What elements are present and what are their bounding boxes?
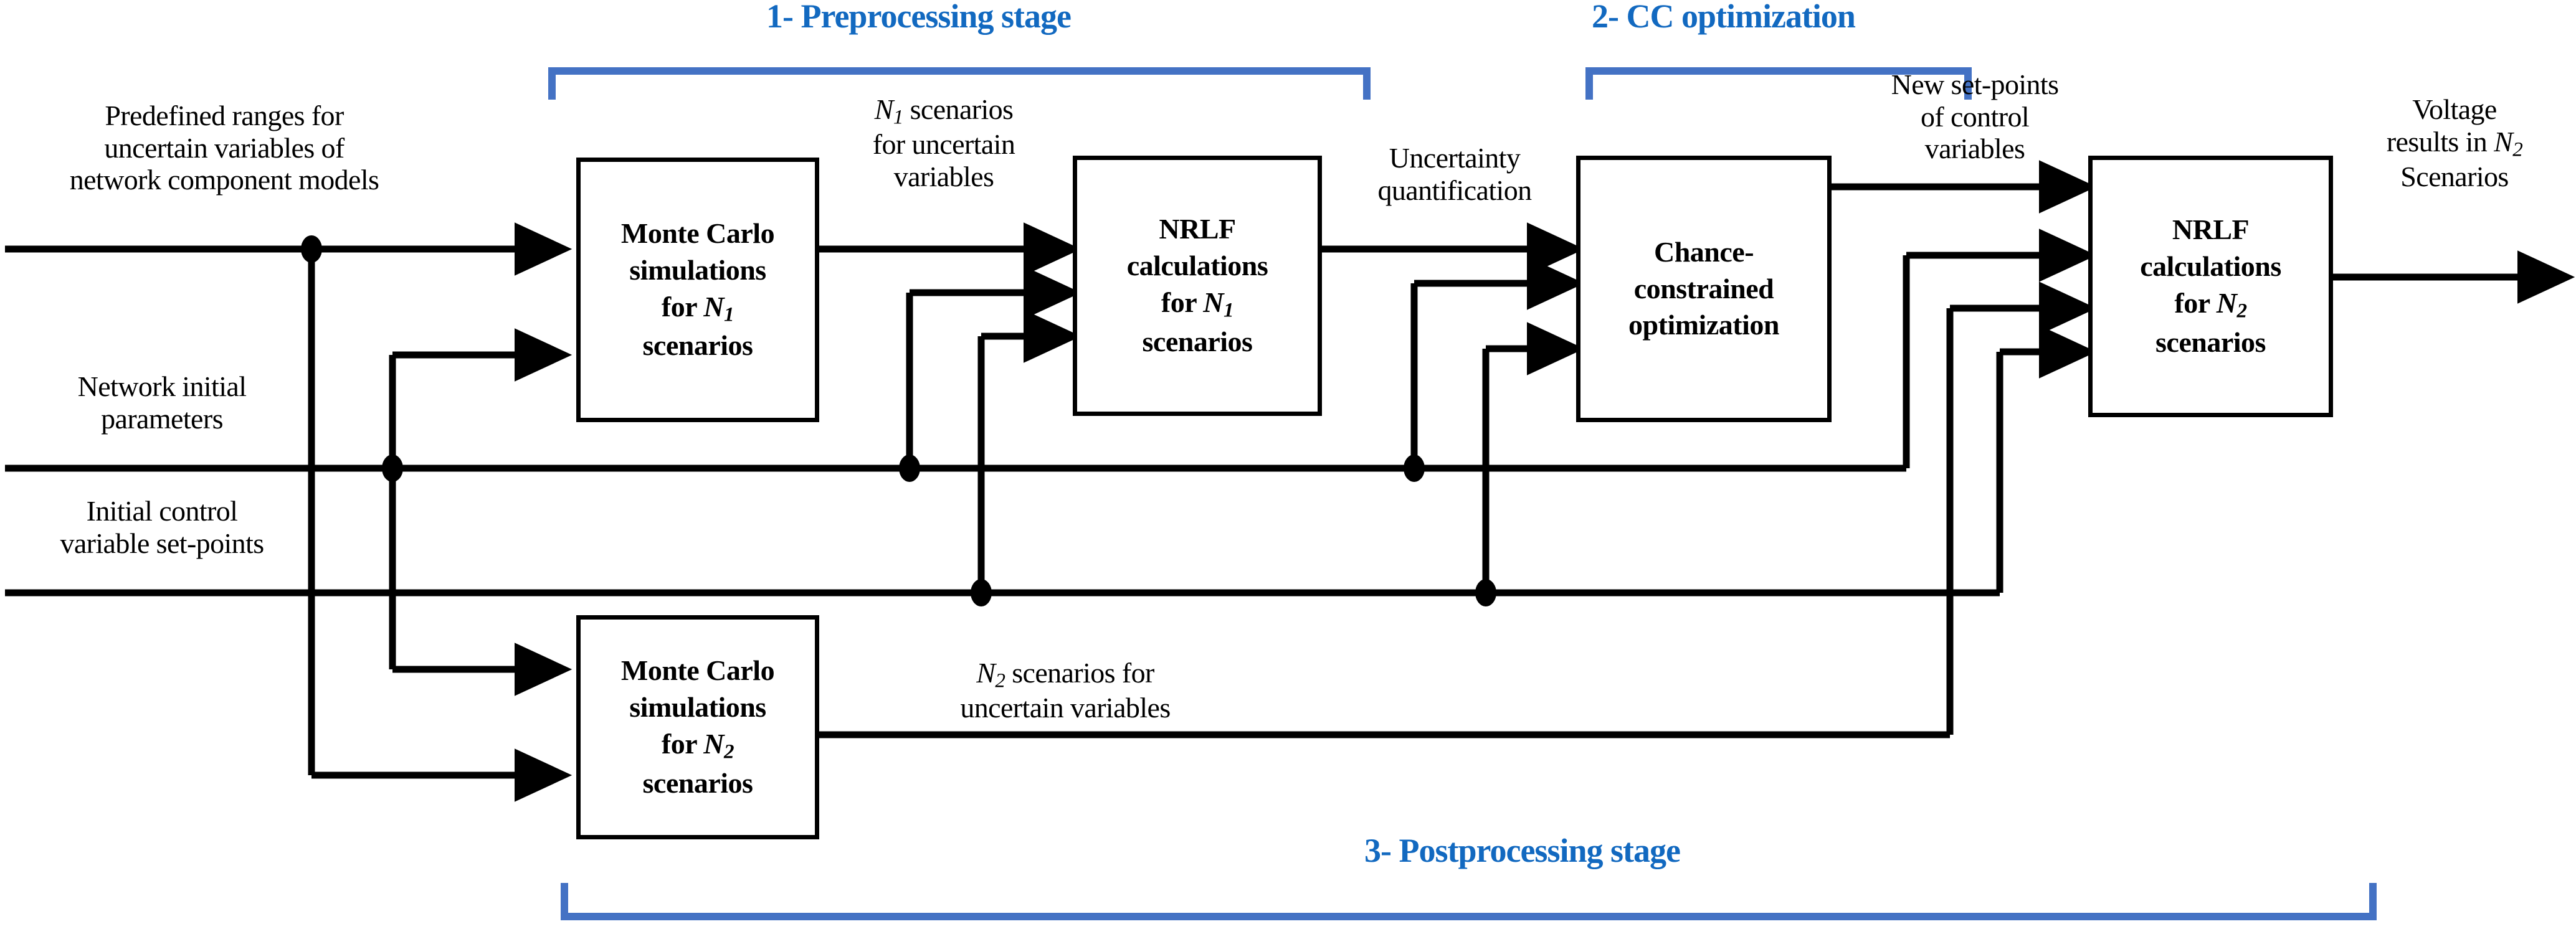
junction-dot-setpoints-b <box>1475 579 1496 606</box>
bracket-preprocessing <box>548 67 1371 100</box>
stage-title-cc-optimization: 2- CC optimization <box>1592 0 1856 35</box>
junction-dot-netparams-b <box>899 455 920 482</box>
bracket-cc-optimization <box>1585 67 1972 100</box>
junction-dot-netparams-a <box>382 455 403 482</box>
bracket-postprocessing <box>561 883 2377 920</box>
junction-dots <box>301 235 1496 606</box>
stage-title-postprocessing: 3- Postprocessing stage <box>1364 832 1681 869</box>
junction-dot-predefined <box>301 235 322 263</box>
junction-dot-netparams-c <box>1404 455 1425 482</box>
stage-title-preprocessing: 1- Preprocessing stage <box>766 0 1072 35</box>
junction-dot-setpoints-a <box>971 579 992 606</box>
